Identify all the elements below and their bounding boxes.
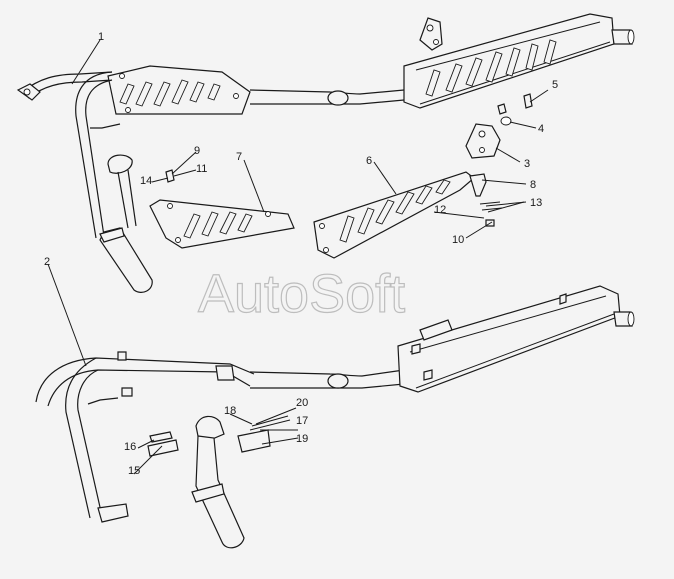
callout-17: 17 [296,415,308,427]
washer-part-4 [497,103,512,126]
exhaust-pipe-assembly-2 [35,285,635,549]
heat-shield-part-7 [149,199,295,249]
watermark-text: AutoSoft [198,264,405,324]
callout-labels: 1 2 3 4 5 6 7 8 9 10 11 12 13 14 15 16 1… [44,31,558,477]
callout-13: 13 [530,197,542,209]
small-fasteners [165,169,503,227]
callout-16: 16 [124,441,136,453]
callout-15: 15 [128,465,140,477]
callout-10: 10 [452,234,464,246]
callout-2: 2 [44,256,50,268]
exhaust-pipe-assembly-1 [16,13,635,293]
callout-leaders [47,39,549,475]
callout-12: 12 [434,204,446,216]
callout-9: 9 [194,145,200,157]
callout-4: 4 [538,123,544,135]
heat-shield-slots-muffler [425,39,557,97]
callout-14: 14 [140,175,152,187]
heat-shield-part-6 [313,171,475,259]
callout-3: 3 [524,158,530,170]
bolt-part-5 [523,93,533,109]
bracket-part-3 [465,123,501,159]
callout-19: 19 [296,433,308,445]
callout-6: 6 [366,155,372,167]
callout-1: 1 [98,31,104,43]
heat-shield-slots-front [119,79,221,107]
callout-11: 11 [196,163,207,175]
callout-7: 7 [236,151,242,163]
callout-8: 8 [530,179,536,191]
callout-18: 18 [224,405,236,417]
bolt-part-8 [469,173,487,197]
callout-20: 20 [296,397,308,409]
callout-5: 5 [552,79,558,91]
